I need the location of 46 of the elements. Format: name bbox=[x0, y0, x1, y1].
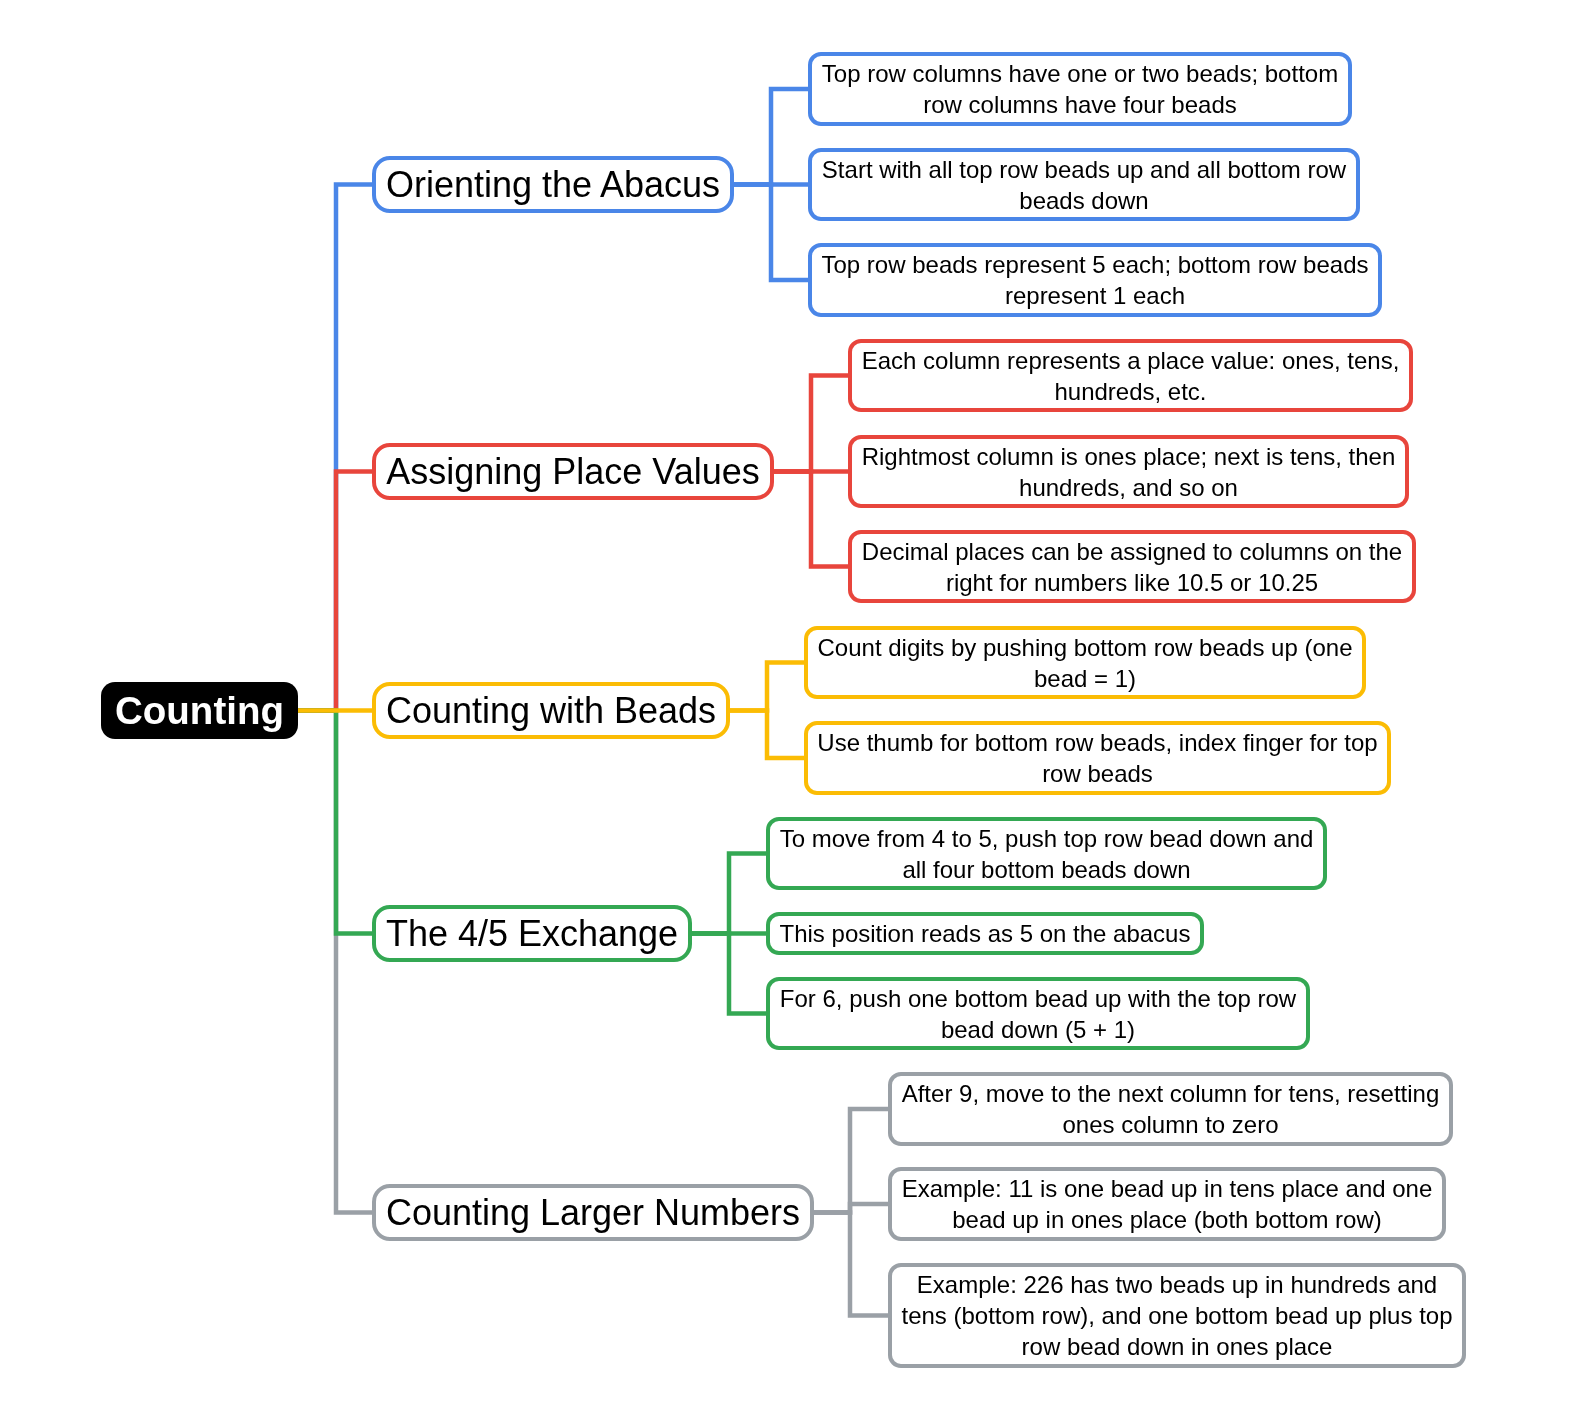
topic-label: Assigning Place Values bbox=[386, 450, 760, 493]
root-topic-label: Counting bbox=[115, 688, 284, 733]
connector-line bbox=[298, 708, 372, 713]
subtopic-text: Rightmost column is ones place; next is tens, then hundreds, and so on bbox=[860, 441, 1397, 503]
subtopic-text: Count digits by pushing bottom row beads up (one bead = 1) bbox=[816, 632, 1354, 694]
connector-line bbox=[774, 469, 848, 474]
subtopic-box bbox=[766, 977, 1310, 1050]
subtopic-text: This position reads as 5 on the abacus bbox=[779, 919, 1191, 949]
subtopic-box bbox=[848, 339, 1413, 412]
subtopic-box bbox=[888, 1167, 1446, 1241]
subtopic-text: For 6, push one bottom bead up with the top row bead down (5 + 1) bbox=[778, 983, 1298, 1045]
subtopic-text: Each column represents a place value: ones, tens, hundreds, etc. bbox=[860, 345, 1401, 407]
topic-label: Counting with Beads bbox=[385, 689, 717, 732]
subtopic-box bbox=[804, 626, 1366, 699]
topic-box bbox=[372, 905, 692, 962]
subtopic-text: Top row columns have one or two beads; bottom row columns have four beads bbox=[820, 59, 1340, 120]
subtopic-text: To move from 4 to 5, push top row bead down and all four bottom beads down bbox=[778, 823, 1315, 885]
topic-box bbox=[372, 443, 774, 500]
root-topic-box bbox=[101, 682, 298, 739]
subtopic-box bbox=[804, 721, 1391, 795]
subtopic-box bbox=[808, 148, 1360, 221]
subtopic-text: Start with all top row beads up and all bottom row beads down bbox=[820, 154, 1348, 216]
subtopic-text: Top row beads represent 5 each; bottom row beads represent 1 each bbox=[820, 250, 1370, 311]
topic-box bbox=[372, 1184, 814, 1241]
subtopic-box bbox=[808, 243, 1382, 317]
subtopic-text: Decimal places can be assigned to columns on the right for numbers like 10.5 or 10.25 bbox=[860, 536, 1404, 598]
subtopic-box bbox=[888, 1072, 1453, 1146]
topic-label: Counting Larger Numbers bbox=[385, 1191, 801, 1234]
topic-label: The 4/5 Exchange bbox=[385, 912, 679, 955]
connector-line bbox=[814, 1201, 888, 1215]
connector-line bbox=[730, 708, 804, 761]
connector-line bbox=[692, 931, 766, 936]
subtopic-box bbox=[766, 912, 1204, 955]
topic-box bbox=[372, 682, 730, 739]
subtopic-text: Example: 11 is one bead up in tens place and one bead up in ones place (both bottom row) bbox=[900, 1174, 1434, 1235]
subtopic-text: Example: 226 has two beads up in hundreds and tens (bottom row), and one bottom bead up plus top row bead down in ones place bbox=[900, 1270, 1454, 1362]
subtopic-text: After 9, move to the next column for tens, resetting ones column to zero bbox=[900, 1079, 1441, 1140]
subtopic-box bbox=[808, 52, 1352, 126]
subtopic-box bbox=[848, 530, 1416, 603]
subtopic-box bbox=[766, 817, 1327, 890]
topic-label: Orienting the Abacus bbox=[385, 163, 721, 206]
subtopic-text: Use thumb for bottom row beads, index finger for top row beads bbox=[816, 728, 1379, 789]
subtopic-box bbox=[888, 1263, 1466, 1368]
connector-line bbox=[734, 182, 808, 187]
topic-box bbox=[372, 156, 734, 213]
subtopic-box bbox=[848, 435, 1409, 508]
